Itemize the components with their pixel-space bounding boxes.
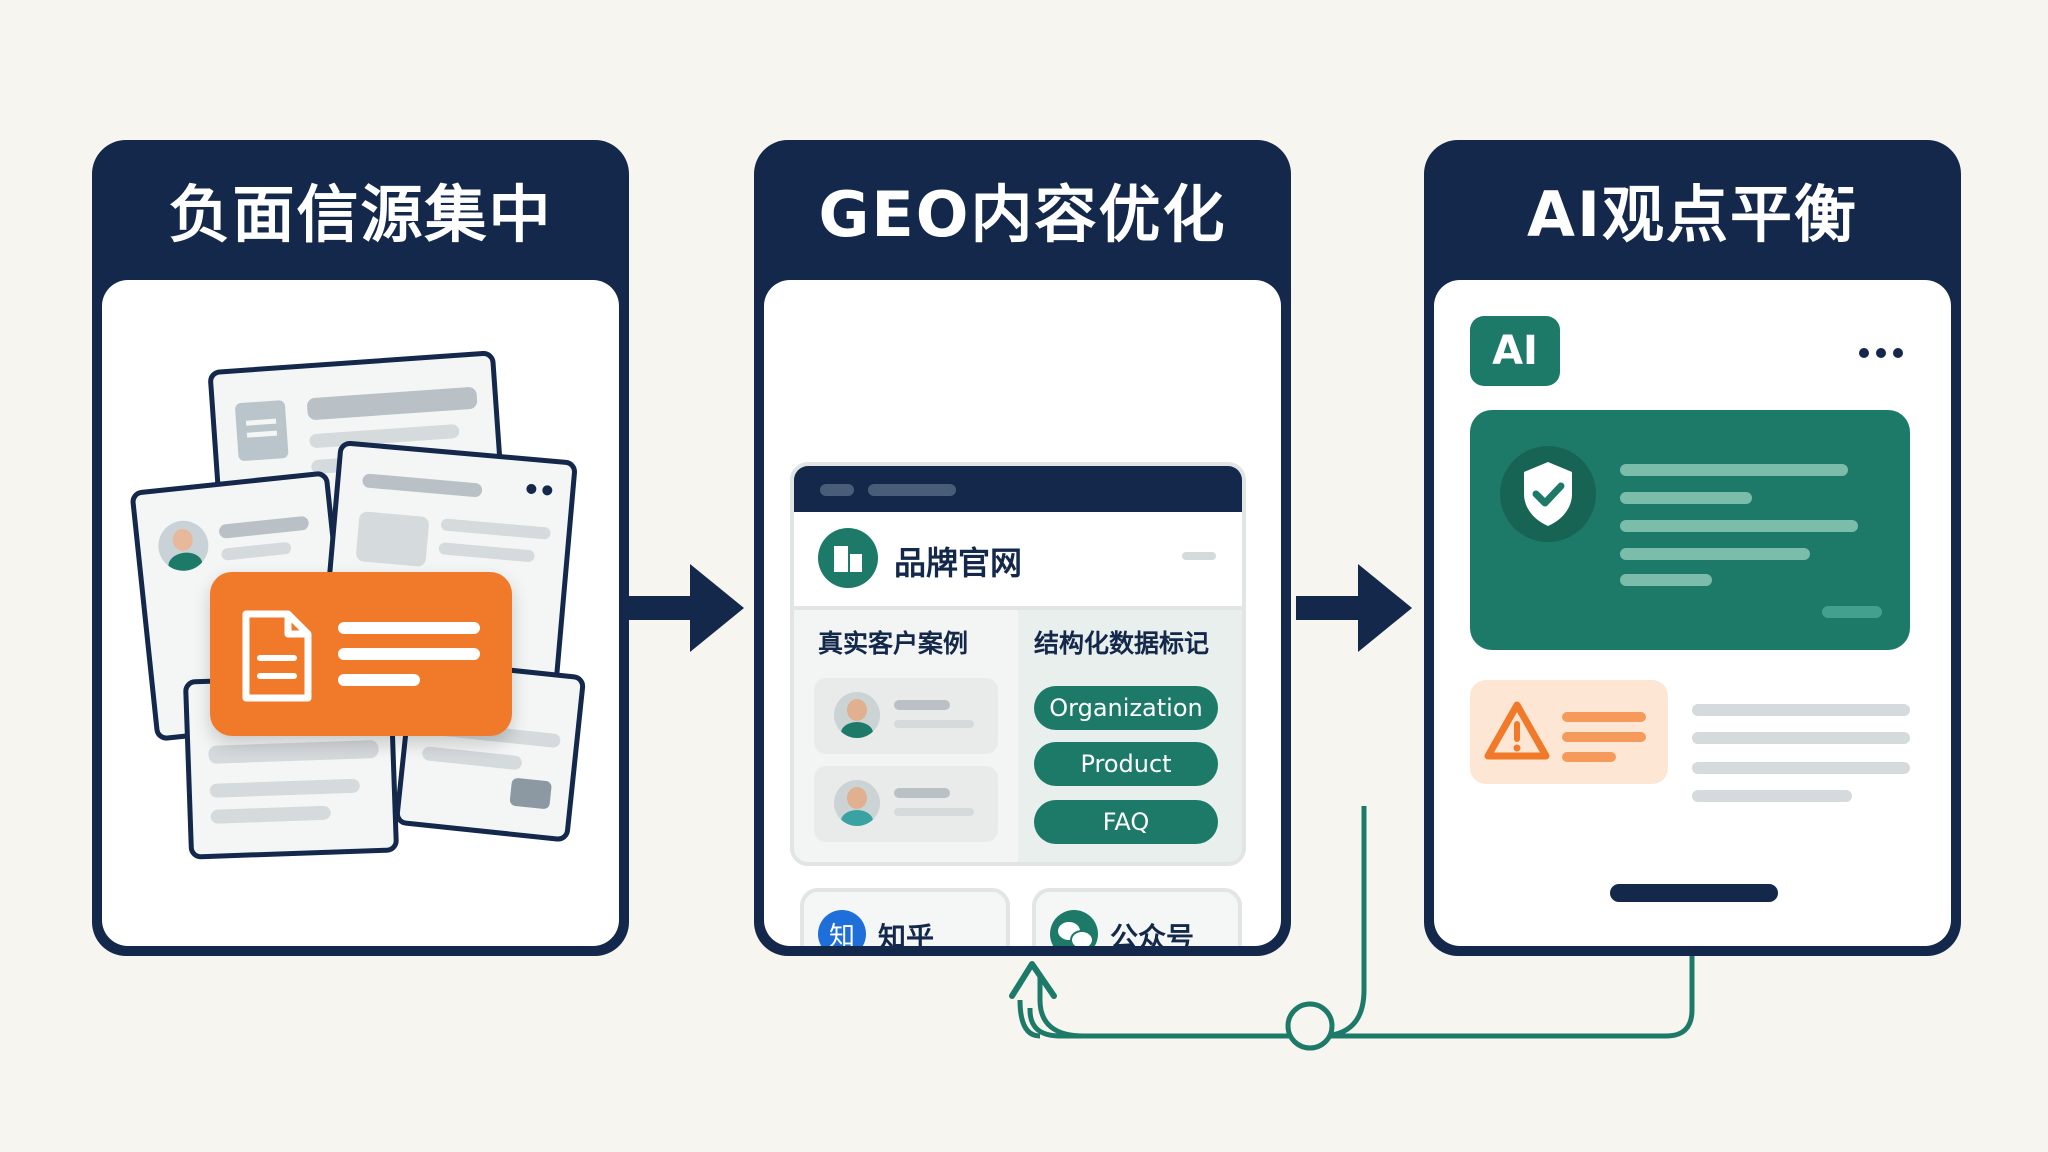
home-indicator-bar xyxy=(1610,884,1778,902)
warning-icon xyxy=(1484,701,1550,760)
case-card xyxy=(814,766,998,842)
arrow-right-icon xyxy=(628,564,744,652)
person-avatar-icon xyxy=(834,692,880,738)
positive-answer-card xyxy=(1470,410,1910,650)
ai-badge: AI xyxy=(1470,316,1560,386)
schema-tag-product: Product xyxy=(1034,742,1218,786)
warning-card xyxy=(1470,680,1668,784)
case-card xyxy=(814,678,998,754)
arrow-right-icon xyxy=(1296,564,1412,652)
browser-title-bar xyxy=(794,466,1242,512)
platform-card-zhihu: 知 知乎 xyxy=(800,888,1010,946)
shield-check-icon xyxy=(1500,446,1596,542)
schema-tag-faq: FAQ xyxy=(1034,800,1218,844)
panel-geo-optimization: GEO内容优化 品牌官网 真实客户案例 xyxy=(754,140,1291,956)
person-avatar-icon xyxy=(834,780,880,826)
document-icon xyxy=(242,610,312,702)
case-column-title: 真实客户案例 xyxy=(818,629,969,658)
panel-title: AI观点平衡 xyxy=(1526,178,1859,251)
zhihu-icon: 知 xyxy=(818,910,866,946)
brand-site-title: 品牌官网 xyxy=(894,544,1023,582)
panel-body: AI xyxy=(1434,280,1951,946)
wechat-icon xyxy=(1050,910,1098,946)
negative-source-highlight-card xyxy=(210,572,512,736)
panel-title: GEO内容优化 xyxy=(818,178,1227,251)
structured-data-title: 结构化数据标记 xyxy=(1034,629,1210,658)
brand-site-browser: 品牌官网 真实客户案例 xyxy=(790,462,1246,866)
panel-body xyxy=(102,280,619,946)
case-column: 真实客户案例 xyxy=(794,610,1018,862)
platform-card-wechat: 公众号 xyxy=(1032,888,1242,946)
schema-tag-organization: Organization xyxy=(1034,686,1218,730)
brand-site-header: 品牌官网 xyxy=(794,512,1242,610)
panel-negative-sources: 负面信源集中 xyxy=(92,140,629,956)
panel-title: 负面信源集中 xyxy=(168,178,553,251)
panel-body: 品牌官网 真实客户案例 xyxy=(764,280,1281,946)
platform-name: 公众号 xyxy=(1110,921,1195,946)
panel-ai-balance: AI观点平衡 AI xyxy=(1424,140,1961,956)
platform-name: 知乎 xyxy=(878,921,935,946)
more-dots-icon xyxy=(1859,348,1903,358)
building-icon xyxy=(818,528,878,588)
